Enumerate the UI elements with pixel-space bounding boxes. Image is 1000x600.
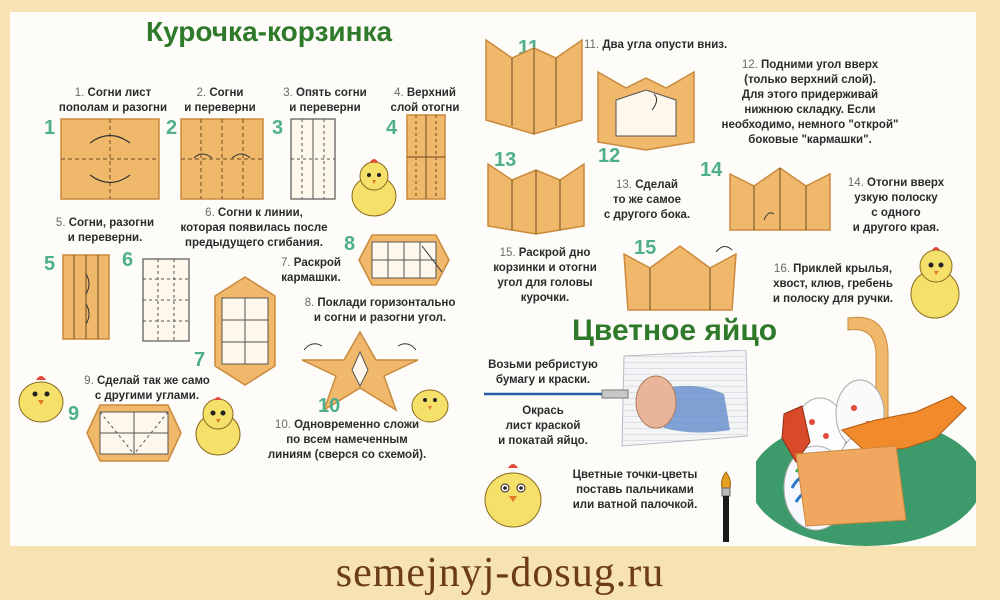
diagram-number-6: 6 [122,249,134,271]
diagram-number-7: 7 [194,349,206,371]
diagram-number-13: 13 [494,149,517,171]
diagram-4 [406,114,446,200]
diagram-number-3: 3 [272,117,284,139]
diagram-number-14: 14 [700,159,723,181]
step-3-text: 3. Опять согни и переверни [283,87,367,114]
step-12-text: 12. Подними угол вверх (только верхний с… [721,59,899,146]
step-14-text: 14. Отогни вверх узкую полоску с одного … [847,177,945,234]
chick-illustration-5 [910,247,960,319]
egg-step-3-text: Цветные точки-цветы поставь пальчиками и… [572,469,698,511]
site-watermark: semejnyj-dosug.ru [335,550,665,596]
diagram-15 [623,245,737,311]
egg-step-1-text: Возьми ребристую бумагу и краски. [488,359,598,386]
step-16-text: 16. Приклей крылья, хвост, клюв, гребень… [772,263,894,305]
diagram-number-2: 2 [166,117,178,139]
diagram-number-15: 15 [634,237,657,259]
diagram-6 [142,258,190,342]
diagram-9 [86,404,182,462]
chick-illustration-2 [411,389,449,423]
diagram-number-1: 1 [44,117,56,139]
step-1-text: 1. Согни лист пополам и разогни [58,87,168,114]
diagram-10 [301,330,419,412]
diagram-11 [485,38,583,135]
step-7-text: 7. Раскрой кармашки. [281,257,341,284]
diagram-number-8: 8 [344,233,356,255]
diagram-2 [180,118,264,200]
ribbed-paper-with-egg [484,350,748,447]
diagram-number-10: 10 [318,395,341,417]
step-2-text: 2. Согни и переверни [184,87,256,114]
diagram-7 [214,276,276,386]
step-6-text: 6. Согни к линии, которая появилась посл… [180,207,328,249]
diagram-number-4: 4 [386,117,398,139]
basket-with-eggs [756,316,976,546]
step-11-text: 11. Два угла опусти вниз. [584,39,728,51]
diagram-number-12: 12 [598,145,621,167]
diagram-13 [487,162,585,235]
chick-illustration-4 [195,397,241,456]
step-4-text: 4. Верхний слой отогни [390,87,460,114]
step-10-text: 10. Одновременно сложи по всем намеченны… [267,419,427,461]
diagram-8 [358,234,450,286]
diagram-14 [729,167,831,231]
diagram-1 [60,118,160,200]
chick-illustration-1 [351,159,397,217]
step-8-text: 8. Поклади горизонтально и согни и разог… [304,297,456,324]
egg-step-2-text: Окрась лист краской и покатай яйцо. [498,405,588,447]
right-title: Цветное яйцо [572,314,778,347]
diagram-3 [290,118,336,200]
brush-icon [721,471,731,542]
left-title: Курочка-корзинка [146,16,393,47]
diagram-5 [62,254,110,340]
chick-illustration-6 [484,464,542,528]
diagram-number-5: 5 [44,253,56,275]
diagram-12 [597,70,695,151]
step-9-text: 9. Сделай так же само с другими углами. [84,375,210,402]
diagram-number-9: 9 [68,403,80,425]
chick-illustration-3 [18,376,64,423]
step-5-text: 5. Согни, разогни и переверни. [55,217,155,244]
step-15-text: 15. Раскрой дно корзинки и отогни угол д… [493,247,597,304]
step-13-text: 13. Сделай то же самое с другого бока. [603,179,691,221]
